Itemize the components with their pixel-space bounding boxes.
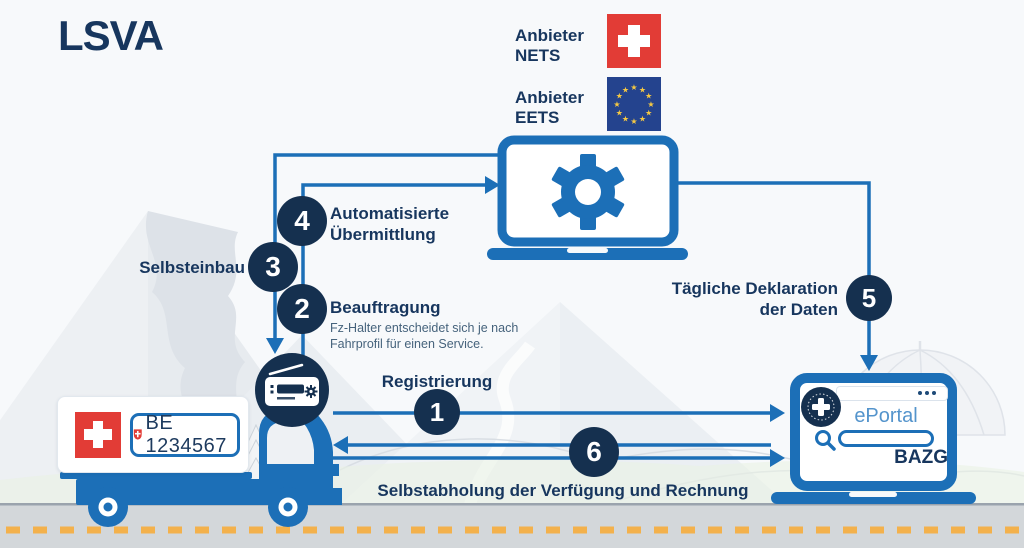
- obu-antenna: [268, 363, 304, 376]
- bazg-logo-icon: [801, 387, 841, 427]
- search-icon: [815, 430, 836, 451]
- obu-device-icon: [255, 353, 329, 427]
- provider-nets-label: Anbieter NETS: [515, 26, 584, 65]
- vehicle-card: BE 1234567: [57, 396, 249, 473]
- label-selbstabholung: Selbstabholung der Verfügung und Rechnun…: [377, 481, 749, 500]
- svg-text:★: ★: [639, 85, 646, 94]
- svg-text:★: ★: [645, 92, 652, 101]
- swiss-cross: [617, 35, 651, 47]
- step-circle-6: 6: [569, 427, 619, 477]
- svg-text:★: ★: [645, 109, 652, 118]
- swiss-flag-icon: [75, 411, 121, 458]
- step-circle-5: 5: [846, 275, 892, 321]
- note-beauftragung: Fz-Halter entscheidet sich je nach Fahrp…: [330, 321, 519, 351]
- eu-stars: ★★★ ★★★ ★★★ ★★★: [613, 83, 654, 126]
- label-uebermittlung: Automatisierte Übermittlung: [330, 204, 450, 244]
- eportal-label: ePortal: [854, 405, 918, 427]
- svg-text:★: ★: [616, 92, 623, 101]
- obu-mini-gear-icon: [304, 385, 318, 398]
- label-deklaration: Tägliche Deklaration der Daten: [671, 279, 838, 319]
- arrowheads: [266, 176, 878, 467]
- label-registrierung: Registrierung: [381, 372, 493, 391]
- label-selbsteinbau: Selbsteinbau: [139, 258, 245, 277]
- svg-text:★: ★: [622, 115, 629, 124]
- search-field: [838, 430, 934, 447]
- svg-text:★: ★: [630, 83, 637, 92]
- step-circle-1: 1: [414, 389, 460, 435]
- svg-text:★: ★: [622, 85, 629, 94]
- step-circle-4: 4: [277, 196, 327, 246]
- license-plate: BE 1234567: [130, 411, 240, 457]
- bazg-label: BAZG: [894, 447, 948, 468]
- svg-text:★: ★: [647, 100, 654, 109]
- cab-window: [267, 421, 314, 464]
- gear-icon: [551, 154, 625, 230]
- road: [0, 503, 1024, 548]
- eu-flag-icon: ★★★ ★★★ ★★★ ★★★: [607, 77, 661, 131]
- svg-text:★: ★: [613, 100, 620, 109]
- truck-wheels: [88, 487, 308, 527]
- page-title: LSVA: [58, 12, 164, 59]
- plate-number: BE 1234567: [145, 411, 227, 457]
- browser-menu-dots-icon: [918, 391, 936, 395]
- line-deklaration: [676, 181, 871, 357]
- truck-icon: [60, 409, 342, 527]
- step-circle-2: 2: [277, 284, 327, 334]
- step-circle-3: 3: [248, 242, 298, 292]
- svg-text:★: ★: [616, 109, 623, 118]
- swiss-flag-icon: [607, 14, 661, 68]
- provider-eets-label: Anbieter EETS: [515, 88, 584, 127]
- label-beauftragung: Beauftragung: [330, 298, 441, 317]
- laptop-icon: [487, 135, 688, 260]
- svg-text:★: ★: [639, 115, 646, 124]
- swiss-cross: [84, 429, 112, 440]
- plate-shield-icon: [133, 429, 142, 440]
- svg-text:★: ★: [630, 117, 637, 126]
